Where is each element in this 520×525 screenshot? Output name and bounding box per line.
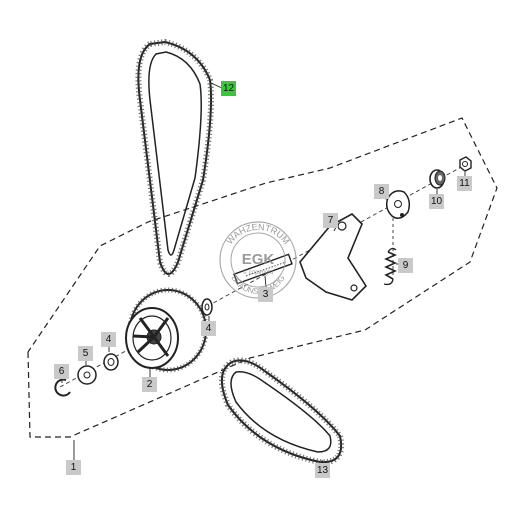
- callout-10: 10: [429, 194, 444, 209]
- assembly-boundary: [27, 117, 498, 438]
- shaft-bolt: [233, 253, 293, 285]
- bearing: [429, 169, 446, 189]
- callout-12: 12: [221, 81, 236, 96]
- pulley: [125, 287, 209, 373]
- watermark-copyright-text: © copyright: [243, 269, 274, 276]
- callout-7: 7: [323, 213, 338, 228]
- timing-belt-large: [135, 38, 215, 277]
- callout-13: 13: [315, 463, 330, 478]
- callout-2: 2: [142, 377, 157, 392]
- nut: [459, 156, 472, 172]
- callout-11: 11: [457, 176, 472, 191]
- watermark-center-text: EGK: [242, 251, 275, 268]
- tension-spring: [383, 247, 397, 286]
- callout-8: 8: [374, 184, 389, 199]
- callout-6: 6: [54, 364, 69, 379]
- callout-9: 9: [398, 258, 413, 273]
- timing-belt-small: [219, 357, 344, 466]
- watermark-top-text: WAHZENTRUM: [224, 222, 291, 246]
- callout-5: 5: [78, 346, 93, 361]
- callout-3: 3: [258, 287, 273, 302]
- lever-plate: [385, 190, 411, 219]
- circlip-6: [54, 378, 71, 397]
- callout-4-left: 4: [101, 332, 116, 347]
- callout-4-right: 4: [201, 321, 216, 336]
- callout-1: 1: [66, 460, 81, 475]
- leader-lines: [61, 82, 466, 464]
- tensioner-bracket: [299, 213, 368, 301]
